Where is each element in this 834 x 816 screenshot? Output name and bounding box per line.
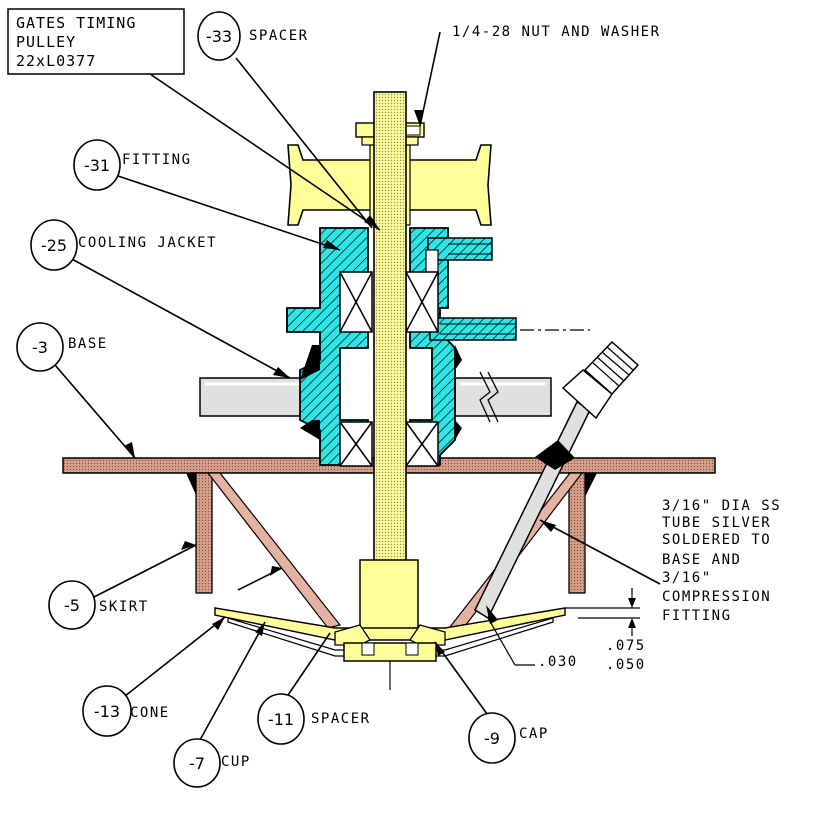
callout-31-label: FITTING [122,152,192,168]
cone-cup-assembly [214,607,566,690]
callout-3-label: BASE [68,336,108,352]
callout-31-id: -31 [84,156,110,175]
callout-13: -13 CONE [82,685,170,737]
note-tube-line-3: SOLDERED TO [662,532,771,548]
dim-075: .075 [606,638,646,654]
shaft [359,91,419,633]
callout-31: -31 FITTING [73,139,192,191]
note-tube-line-1: 3/16" DIA SS [662,498,781,514]
title-line-1: GATES TIMING [16,14,136,32]
callout-13-label: CONE [130,705,170,721]
callout-7-label: CUP [221,754,251,770]
callout-9-label: CAP [519,726,549,742]
title-line-2: PULLEY [16,33,76,51]
note-nut-washer: 1/4-28 NUT AND WASHER [452,24,661,40]
note-tube-line-7: FITTING [662,608,732,624]
leader-lines [54,31,661,741]
callout-11: -11 SPACER [257,693,371,745]
callout-3: -3 BASE [16,322,108,372]
note-tube-line-5: 3/16" [662,570,712,586]
callout-5: -5 SKIRT [48,580,149,630]
callout-9: -9 CAP [468,712,549,764]
callout-33-id: -33 [206,27,232,46]
callout-25-id: -25 [41,236,67,255]
note-tube-line-4: BASE AND [662,552,741,568]
note-tube-line-2: TUBE SILVER [662,515,771,531]
bearing-upper-right [405,271,439,333]
bearing-lower-left [339,421,373,467]
callout-11-label: SPACER [311,711,371,727]
note-tube-line-6: COMPRESSION [662,589,771,605]
callout-13-id: -13 [94,702,120,721]
callout-33-label: SPACER [249,28,309,44]
callout-3-id: -3 [32,338,48,357]
dim-030: .030 [538,654,578,670]
callout-33: -33 SPACER [197,11,309,61]
callout-5-label: SKIRT [99,599,149,615]
callout-5-id: -5 [64,596,80,615]
title-line-3: 22xL0377 [16,52,96,70]
callout-9-id: -9 [484,729,500,748]
callout-25-label: COOLING JACKET [78,235,217,251]
callout-7-id: -7 [189,754,205,773]
bearing-upper-left [339,271,373,333]
callout-25: -25 COOLING JACKET [30,219,217,271]
dim-050: .050 [606,657,646,673]
note-tube: 3/16" DIA SS TUBE SILVER SOLDERED TO BAS… [662,498,781,624]
callout-11-id: -11 [268,710,294,729]
callout-7: -7 CUP [173,738,251,788]
ss-tube [474,340,640,620]
title-box: GATES TIMING PULLEY 22xL0377 [7,8,185,75]
bearing-lower-right [405,421,439,467]
